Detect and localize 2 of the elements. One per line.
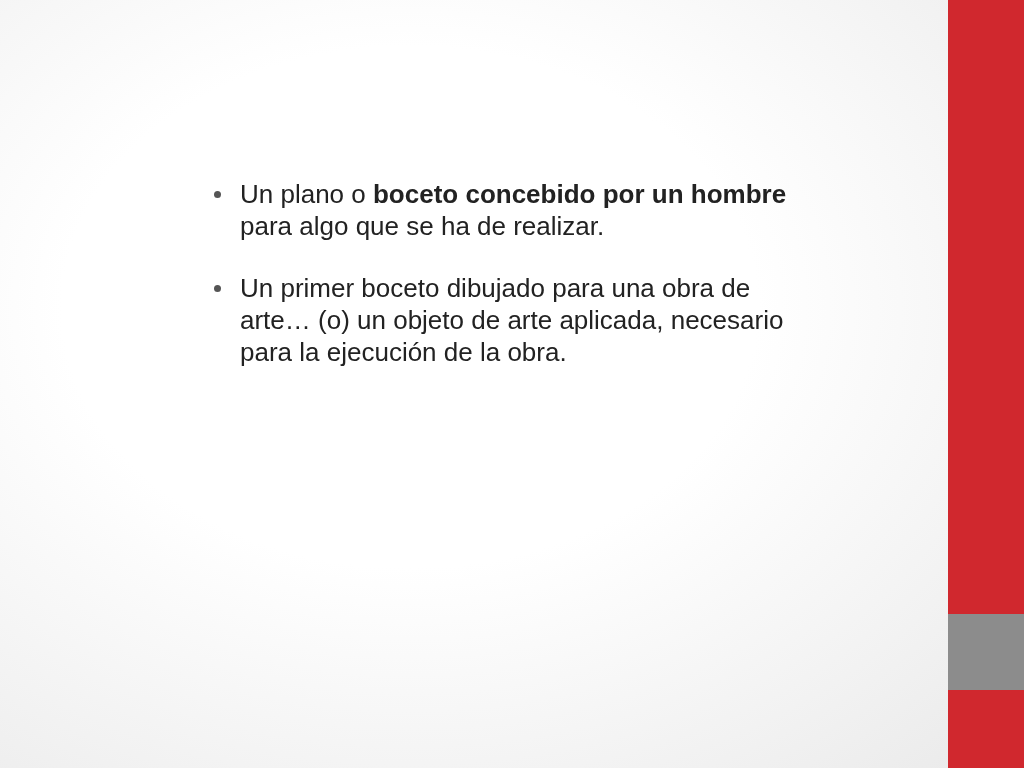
bullet-text: Un plano o boceto concebido por un hombre para algo que se ha de realizar. — [240, 178, 788, 242]
bullet-text: Un primer boceto dibujado para una obra de arte… (o) un objeto de arte aplicada, necesario para la ejecución de la obra. — [240, 272, 785, 368]
